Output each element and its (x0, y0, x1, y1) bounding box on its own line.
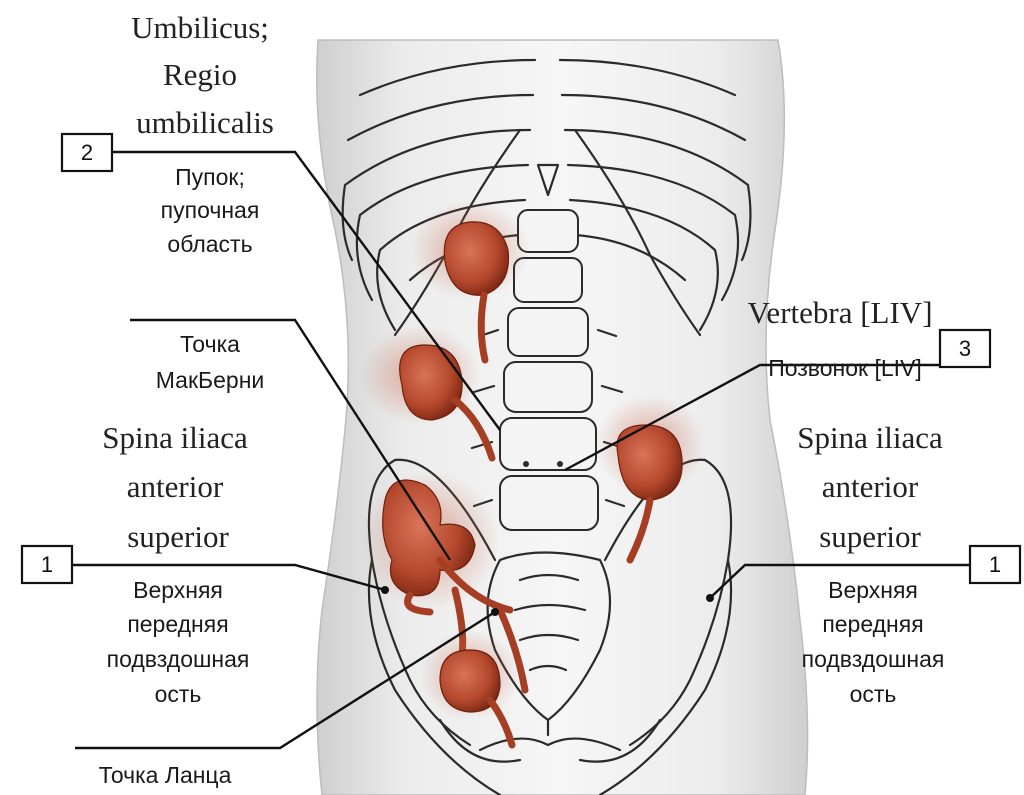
label-text: Точка (180, 331, 240, 357)
kidney-middle (400, 345, 462, 420)
label-text: Regio (163, 57, 237, 92)
label-text: передняя (822, 611, 923, 637)
label-text: Spina iliaca (797, 420, 943, 455)
label-spina-right: Spina iliaca anterior superior Верхняя п… (797, 420, 944, 707)
label-text: Точка Ланца (99, 762, 232, 788)
label-text: подвздошная (802, 646, 945, 672)
label-text: Позвонок [LIV] (768, 355, 922, 381)
label-mcburney: Точка МакБерни (156, 331, 265, 393)
label-text: Umbilicus; (131, 10, 269, 45)
label-lanz: Точка Ланца (99, 762, 232, 788)
marker-number: 1 (989, 552, 1001, 577)
marker-box-1-right: 1 (970, 546, 1020, 583)
label-text: область (167, 231, 252, 257)
label-text: Spina iliaca (102, 420, 248, 455)
label-vertebra: Vertebra [LIV] Позвонок [LIV] (747, 295, 932, 381)
kidney-upper (444, 222, 508, 295)
label-text: передняя (127, 611, 228, 637)
marker-number: 1 (41, 552, 53, 577)
label-text: пупочная (161, 197, 260, 223)
marker-box-1-left: 1 (22, 546, 72, 583)
label-text: Пупок; (175, 164, 245, 190)
label-umbilicus: Umbilicus; Regio umbilicalis Пупок; пупо… (131, 10, 274, 257)
label-text: umbilicalis (136, 105, 274, 140)
label-text: МакБерни (156, 367, 265, 393)
marker-box-2: 2 (62, 134, 112, 171)
label-text: подвздошная (107, 646, 250, 672)
label-text: anterior (822, 469, 919, 504)
label-text: superior (819, 519, 921, 554)
label-text: ость (850, 681, 897, 707)
label-text: Верхняя (828, 577, 918, 603)
marker-box-3: 3 (940, 330, 990, 367)
marker-number: 2 (81, 140, 93, 165)
label-spina-left: Spina iliaca anterior superior Верхняя п… (102, 420, 249, 707)
label-text: Vertebra [LIV] (747, 295, 932, 330)
label-text: Верхняя (133, 577, 223, 603)
label-text: anterior (127, 469, 224, 504)
label-text: superior (127, 519, 229, 554)
label-text: ость (155, 681, 202, 707)
marker-number: 3 (959, 336, 971, 361)
